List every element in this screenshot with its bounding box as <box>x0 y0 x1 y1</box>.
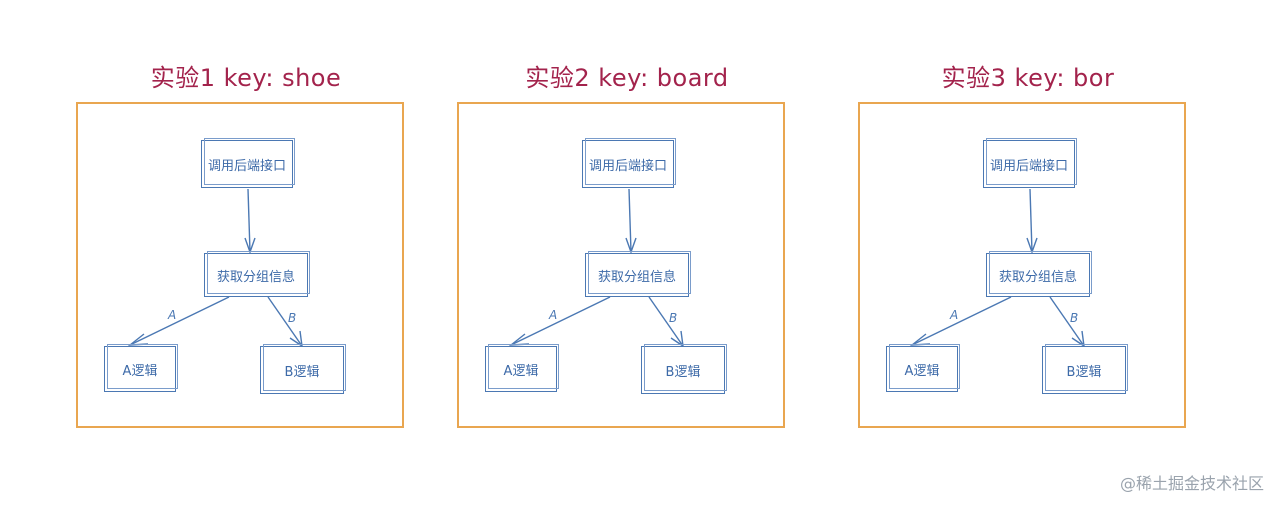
experiment-panel-2: 实验2 key: board 调用后端接口 获取分组信息 A B A逻辑 B逻辑 <box>457 0 797 507</box>
experiment-frame <box>457 102 785 428</box>
get-group-info-node: 获取分组信息 <box>204 251 310 297</box>
call-backend-api-node: 调用后端接口 <box>582 138 676 188</box>
get-group-info-node: 获取分组信息 <box>986 251 1092 297</box>
experiment-title: 实验1 key: shoe <box>150 64 342 92</box>
branch-b-label: B <box>1070 311 1079 325</box>
experiment-frame <box>76 102 404 428</box>
logic-b-node: B逻辑 <box>260 344 346 394</box>
experiment-title: 实验2 key: board <box>525 64 729 92</box>
logic-b-node: B逻辑 <box>1042 344 1128 394</box>
logic-a-node: A逻辑 <box>485 344 559 392</box>
watermark: @稀土掘金技术社区 <box>1119 474 1264 493</box>
branch-b-label: B <box>288 311 297 325</box>
branch-a-label: A <box>168 308 177 322</box>
logic-b-node: B逻辑 <box>641 344 727 394</box>
branch-a-label: A <box>549 308 558 322</box>
get-group-info-node: 获取分组信息 <box>585 251 691 297</box>
experiment-frame <box>858 102 1186 428</box>
call-backend-api-node: 调用后端接口 <box>201 138 295 188</box>
call-backend-api-node: 调用后端接口 <box>983 138 1077 188</box>
logic-a-node: A逻辑 <box>104 344 178 392</box>
experiment-title: 实验3 key: bor <box>941 64 1115 92</box>
branch-a-label: A <box>950 308 959 322</box>
logic-a-node: A逻辑 <box>886 344 960 392</box>
branch-b-label: B <box>669 311 678 325</box>
experiment-panel-1: 实验1 key: shoe 调用后端接口 获取分组信息 A B A逻辑 B逻辑 <box>76 0 416 507</box>
experiment-panel-3: 实验3 key: bor 调用后端接口 获取分组信息 A B A逻辑 B逻辑 <box>858 0 1198 507</box>
